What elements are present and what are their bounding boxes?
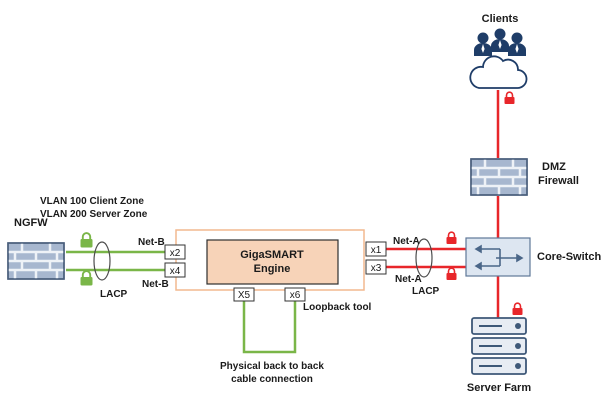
padlock-icon bbox=[79, 270, 94, 287]
port-x3[interactable]: x3 bbox=[365, 259, 387, 275]
padlock-icon bbox=[445, 267, 458, 281]
ngfw-firewall-icon bbox=[6, 241, 66, 281]
port-x4-label: x4 bbox=[170, 266, 181, 277]
padlock-icon bbox=[79, 232, 94, 249]
ngfw-label: NGFW bbox=[14, 217, 48, 229]
cable-label-line1: Physical back to back bbox=[220, 361, 324, 372]
engine-label-line2: Engine bbox=[254, 263, 291, 275]
core-switch-label: Core-Switch bbox=[537, 251, 601, 263]
net-a-bottom-label: Net-A bbox=[395, 274, 422, 285]
gigasmart-engine-box bbox=[206, 239, 339, 285]
lacp-left-label: LACP bbox=[100, 289, 128, 300]
port-x1-label: x1 bbox=[371, 245, 382, 256]
clients-label: Clients bbox=[482, 13, 519, 25]
padlock-icon bbox=[503, 91, 516, 105]
engine-label-line1: GigaSMART bbox=[240, 249, 304, 261]
net-b-bottom-label: Net-B bbox=[142, 279, 169, 290]
port-x3-label: x3 bbox=[371, 263, 382, 274]
cable-label-line2: cable connection bbox=[231, 374, 313, 385]
loopback-tool-label: Loopback tool bbox=[303, 302, 372, 313]
port-x5-label: X5 bbox=[238, 290, 251, 301]
port-x5[interactable]: X5 bbox=[233, 287, 255, 302]
clients-icon bbox=[469, 28, 528, 89]
firewall-label: Firewall bbox=[538, 175, 579, 187]
dmz-label: DMZ bbox=[542, 161, 566, 173]
port-x6[interactable]: x6 bbox=[284, 287, 306, 302]
padlock-icon bbox=[511, 302, 524, 316]
padlock-icon bbox=[445, 231, 458, 245]
lacp-right-label: LACP bbox=[412, 286, 440, 297]
server-farm-label: Server Farm bbox=[467, 382, 531, 394]
lacp-ellipse-right bbox=[415, 238, 433, 278]
vlan200-label: VLAN 200 Server Zone bbox=[40, 209, 148, 220]
port-x2-label: x2 bbox=[170, 248, 181, 259]
vlan100-label: VLAN 100 Client Zone bbox=[40, 196, 144, 207]
port-x4[interactable]: x4 bbox=[164, 262, 186, 278]
dmz-firewall-icon bbox=[469, 157, 529, 197]
port-x1[interactable]: x1 bbox=[365, 241, 387, 257]
server-farm-icon bbox=[471, 317, 527, 375]
loopback-cable bbox=[242, 301, 297, 354]
net-b-top-label: Net-B bbox=[138, 237, 165, 248]
net-a-top-label: Net-A bbox=[393, 236, 420, 247]
port-x2[interactable]: x2 bbox=[164, 244, 186, 260]
lacp-ellipse-left bbox=[93, 241, 111, 281]
port-x6-label: x6 bbox=[290, 290, 301, 301]
core-switch-icon bbox=[465, 237, 531, 277]
